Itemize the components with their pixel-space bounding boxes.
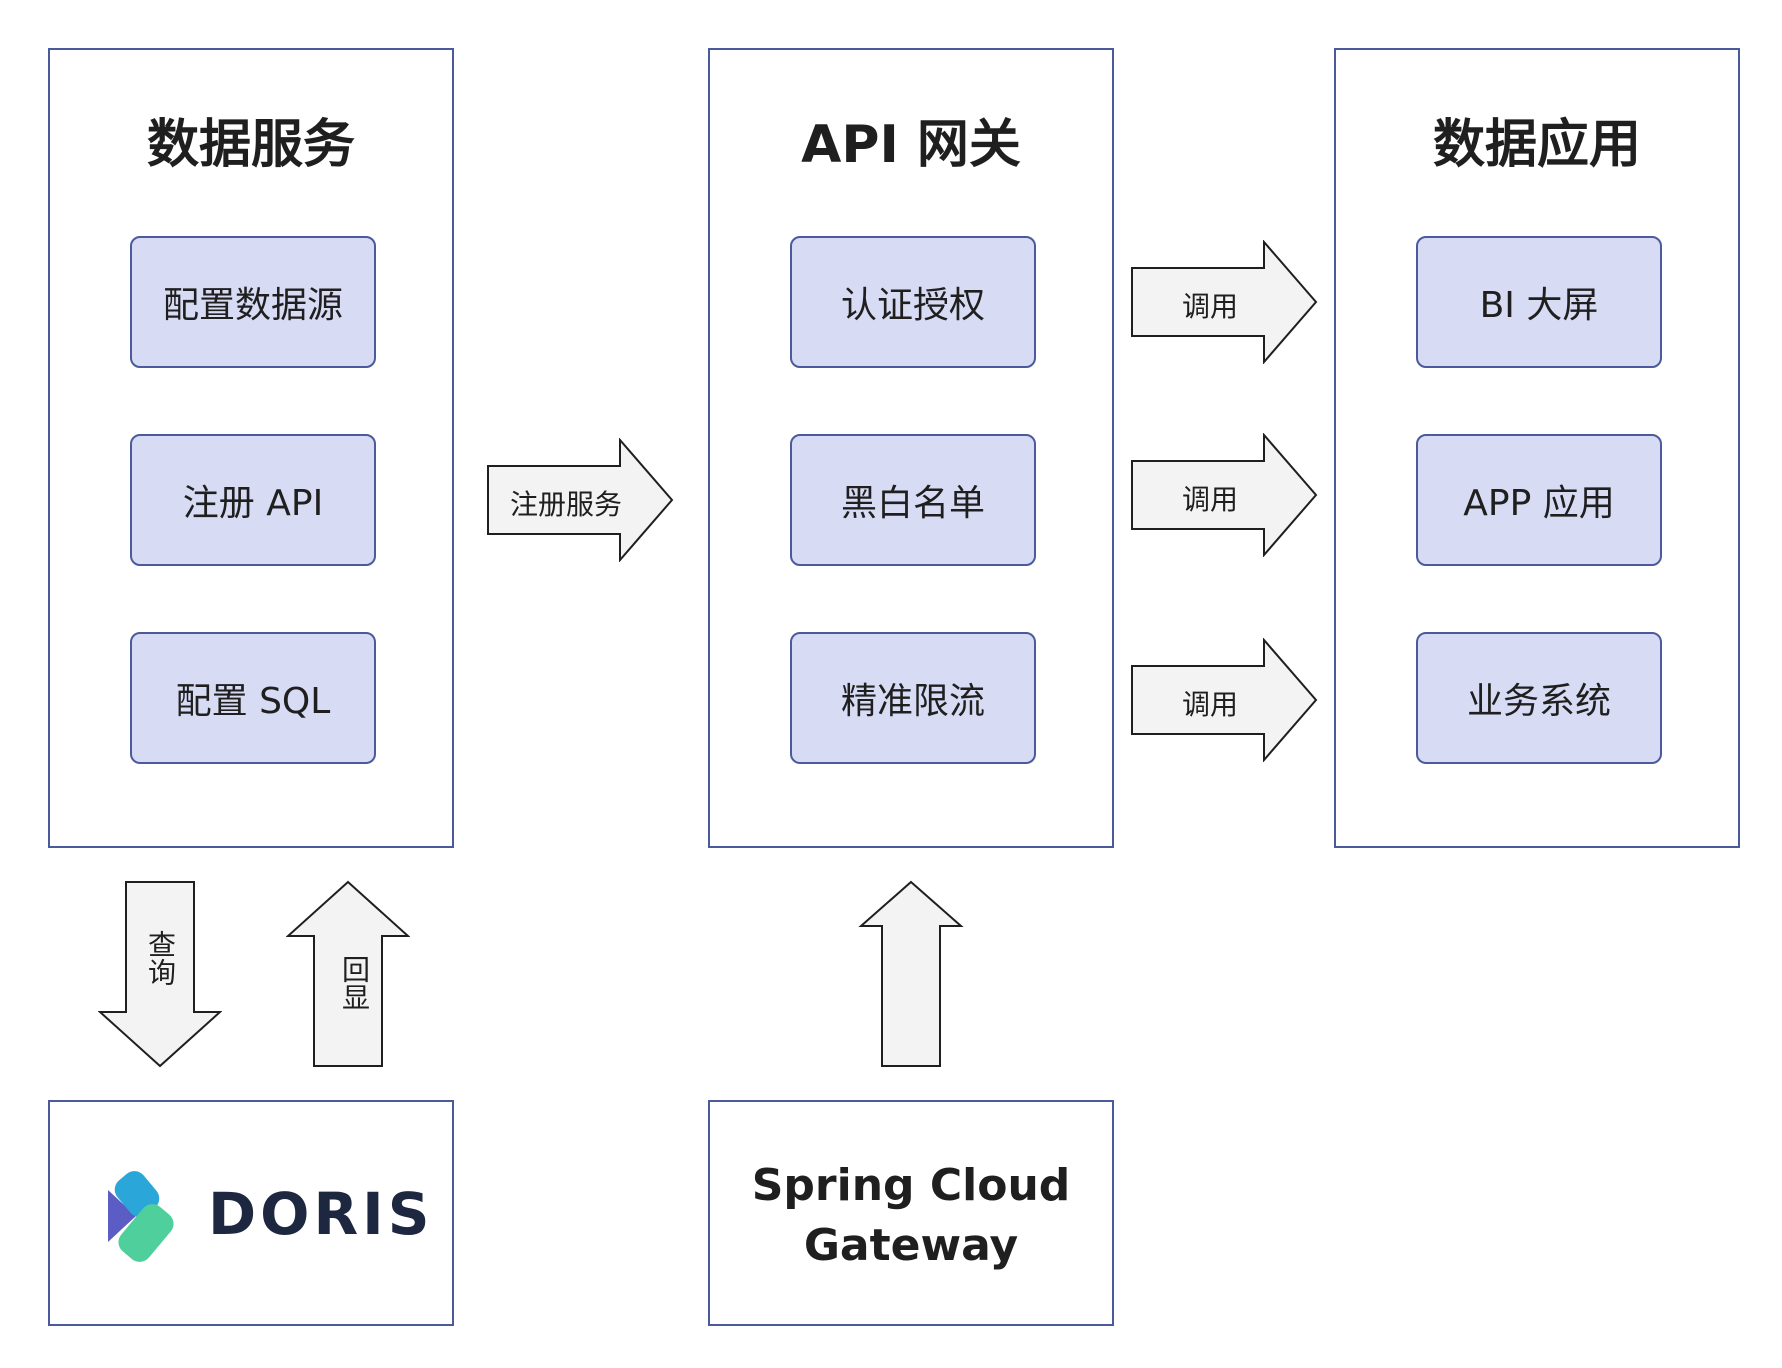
bi-screen-item[interactable]: BI 大屏 [1416,236,1662,368]
gateway-up-arrow [858,880,964,1067]
query-label: 查询 [144,930,177,986]
data-service-panel: 数据服务 配置数据源 注册 API 配置 SQL [48,48,454,848]
gateway-line-2: Gateway [803,1220,1019,1271]
api-gateway-title: API 网关 [801,115,1021,175]
invoke-label-1: 调用 [1182,290,1239,323]
invoke-label-2: 调用 [1182,483,1239,516]
config-sql-item[interactable]: 配置 SQL [130,632,376,764]
register-service-arrow [487,438,674,562]
return-up-arrow [286,880,410,1067]
invoke-label-3: 调用 [1182,688,1239,721]
doris-panel: DORIS [48,1100,454,1326]
rate-limit-item[interactable]: 精准限流 [790,632,1036,764]
invoke-arrow-3 [1131,638,1318,762]
return-label: 回显 [338,955,371,1011]
doris-wordmark: DORIS [208,1180,434,1248]
business-system-item[interactable]: 业务系统 [1416,632,1662,764]
register-api-item[interactable]: 注册 API [130,434,376,566]
data-app-title: 数据应用 [1432,115,1641,175]
gateway-line-1: Spring Cloud [751,1160,1071,1211]
blacklist-whitelist-item[interactable]: 黑白名单 [790,434,1036,566]
register-service-label: 注册服务 [510,488,623,521]
data-app-panel: 数据应用 BI 大屏 APP 应用 业务系统 [1334,48,1740,848]
data-service-title: 数据服务 [146,115,355,175]
auth-item[interactable]: 认证授权 [790,236,1036,368]
api-gateway-panel: API 网关 认证授权 黑白名单 精准限流 [708,48,1114,848]
app-item[interactable]: APP 应用 [1416,434,1662,566]
gateway-panel: Spring Cloud Gateway [708,1100,1114,1326]
query-down-arrow [98,881,222,1068]
config-datasource-item[interactable]: 配置数据源 [130,236,376,368]
invoke-arrow-1 [1131,240,1318,364]
doris-logo-icon [108,1171,174,1262]
invoke-arrow-2 [1131,433,1318,557]
